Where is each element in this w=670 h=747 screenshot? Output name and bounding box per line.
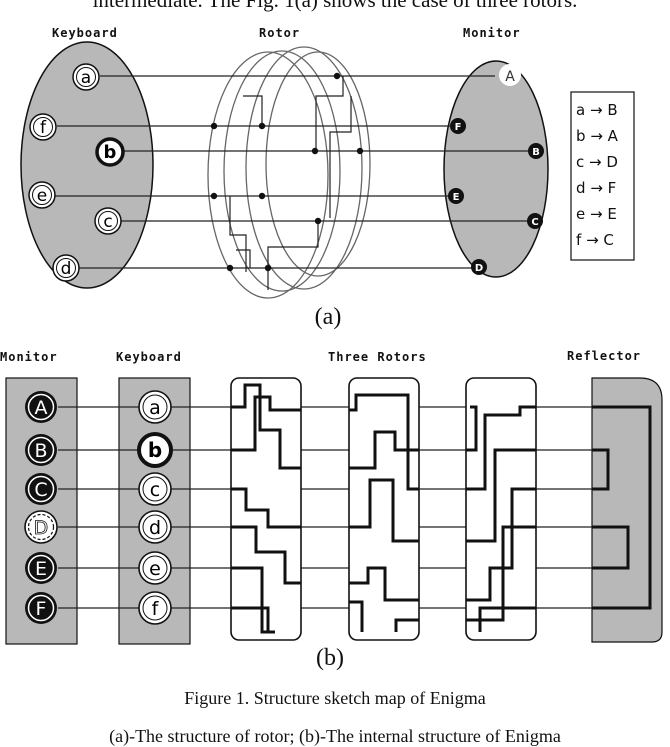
panel-b-key-a-label: a	[149, 397, 161, 419]
map-5-arrow: →	[586, 231, 599, 249]
panel-a-lamp-e-label: E	[453, 192, 460, 203]
panel-a-lamp-b-label: B	[532, 147, 540, 158]
panel-b-key-c-label: c	[150, 479, 160, 501]
rotor-ring-outer-left	[207, 51, 329, 299]
panel-a-diagram: a f b e c d A F B E C	[20, 41, 635, 299]
rotor-ring-mid-right	[245, 46, 363, 290]
panel-b-lamp-C-label: C	[34, 479, 47, 501]
panel-a-lamp-d: D	[471, 259, 487, 275]
map-3-to: F	[608, 179, 617, 197]
panel-b-lamp-D-label: D	[34, 517, 49, 539]
svg-text:d → F: d → F	[576, 179, 616, 197]
panel-b-sublabel: (b)	[316, 645, 344, 671]
reflector-panel	[591, 377, 663, 643]
panel-b-lamp-A-label: A	[35, 397, 48, 419]
map-0-from: a	[576, 101, 585, 119]
panel-b-key-f: f	[138, 591, 172, 625]
panel-b-key-e-label: e	[149, 558, 161, 580]
map-4-to: E	[607, 205, 616, 223]
map-2-arrow: →	[589, 153, 602, 171]
panel-a-sublabel: (a)	[314, 304, 342, 330]
monitor-ellipse	[443, 60, 549, 278]
panel-b-reflector-header: Reflector	[567, 349, 642, 363]
svg-text:a → B: a → B	[576, 101, 618, 119]
map-4-arrow: →	[590, 205, 603, 223]
panel-a-key-a-label: a	[81, 68, 91, 88]
mapping-box	[570, 91, 635, 261]
rotor-ring-mid-left	[223, 50, 341, 292]
rotor-ring-inner-right	[265, 51, 371, 277]
panel-b-key-d-label: d	[149, 517, 161, 539]
panel-a-key-e: e	[28, 181, 56, 209]
map-0-to: B	[607, 101, 617, 119]
panel-b-rotors-header: Three Rotors	[328, 350, 427, 364]
panel-a-key-b-label: b	[104, 142, 117, 163]
panel-a-lamp-c-label: C	[531, 217, 538, 228]
panel-a-key-f: f	[29, 113, 57, 141]
map-5-to: C	[603, 231, 613, 249]
panel-a-lamp-e: E	[448, 188, 464, 204]
panel-a-rotor-header: Rotor	[259, 26, 301, 40]
panel-b-lamp-C: C	[25, 473, 57, 505]
panel-b-lamp-F-label: F	[36, 598, 47, 620]
panel-b-lamp-D: D	[24, 510, 58, 544]
panel-b-keyboard-header: Keyboard	[116, 350, 182, 364]
map-4-from: e	[576, 205, 585, 223]
panel-a-lamp-f-label: F	[455, 122, 462, 133]
panel-b-lamp-B-label: B	[34, 440, 47, 462]
panel-b-lamp-E-label: E	[35, 558, 47, 580]
figure-caption-title: Figure 1. Structure sketch map of Enigma	[184, 688, 486, 708]
panel-b-key-a: a	[138, 390, 172, 424]
panel-b-monitor-header: Monitor	[0, 350, 58, 364]
panel-a-key-f-label: f	[40, 118, 47, 138]
map-1-to: A	[608, 127, 619, 145]
figure-caption-subtitle: (a)-The structure of rotor; (b)-The inte…	[109, 726, 561, 746]
panel-a-key-d: d	[52, 254, 80, 282]
panel-a-lamp-a: A	[499, 64, 521, 86]
map-2-from: c	[576, 153, 584, 171]
panel-b-lamp-F: F	[25, 592, 57, 624]
panel-b-lamp-B: B	[25, 434, 57, 466]
panel-b-key-f-label: f	[152, 598, 160, 620]
panel-a-key-d-label: d	[61, 259, 72, 279]
map-0-arrow: →	[590, 101, 603, 119]
panel-a-key-a: a	[72, 63, 100, 91]
panel-b-key-e: e	[138, 551, 172, 585]
panel-a-lamp-b: B	[528, 143, 544, 159]
panel-a-lamp-f: F	[450, 118, 466, 134]
panel-a-monitor-header: Monitor	[463, 26, 521, 40]
svg-text:b → A: b → A	[576, 127, 619, 145]
svg-text:c → D: c → D	[576, 153, 618, 171]
svg-text:e → E: e → E	[576, 205, 617, 223]
panel-b-key-c: c	[138, 472, 172, 506]
top-text-fragment: intermediate. The Fig. 1(a) shows the ca…	[92, 0, 578, 12]
panel-a-key-b: b	[95, 137, 125, 167]
panel-b-key-d: d	[138, 510, 172, 544]
map-1-from: b	[576, 127, 586, 145]
panel-b-lamp-E: E	[25, 552, 57, 584]
map-2-to: D	[606, 153, 618, 171]
panel-a-key-c: c	[94, 207, 122, 235]
panel-b-key-b: b	[137, 432, 173, 468]
panel-a-lamp-a-label: A	[505, 69, 515, 85]
svg-text:f → C: f → C	[576, 231, 614, 249]
panel-a-key-c-label: c	[103, 212, 112, 232]
panel-a-keyboard-header: Keyboard	[52, 26, 118, 40]
map-1-arrow: →	[590, 127, 603, 145]
map-3-arrow: →	[590, 179, 603, 197]
map-3-from: d	[576, 179, 586, 197]
panel-b-diagram: A B C D E F a b c d e f	[5, 377, 663, 645]
panel-a-key-e-label: e	[37, 186, 47, 206]
panel-a-lamp-d-label: D	[475, 263, 483, 274]
panel-a-lamp-c: C	[527, 213, 543, 229]
panel-b-key-b-label: b	[148, 438, 162, 462]
map-5-from: f	[576, 231, 582, 249]
panel-b-lamp-A: A	[25, 391, 57, 423]
